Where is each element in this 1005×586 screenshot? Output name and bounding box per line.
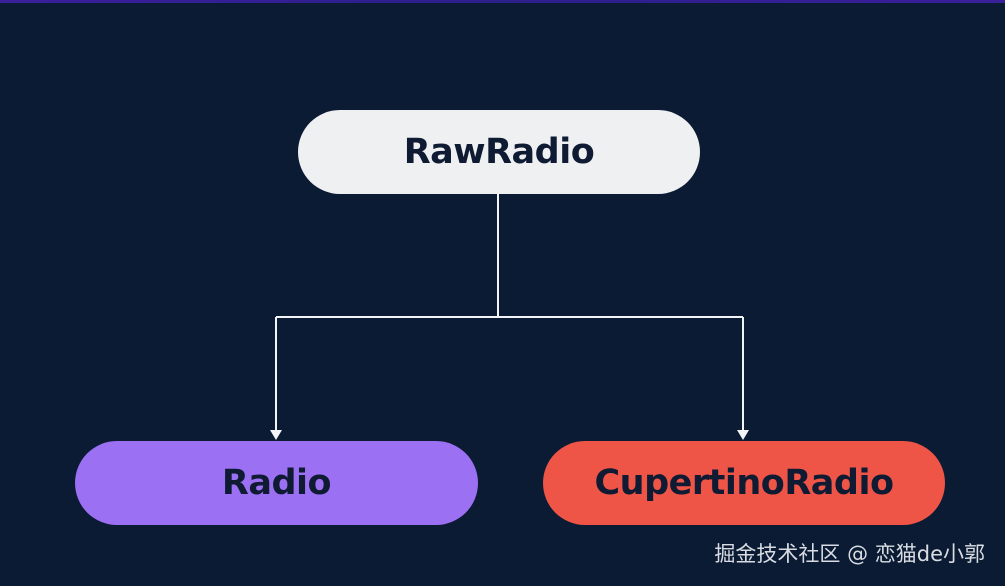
node-label: CupertinoRadio: [594, 463, 894, 503]
node-label: RawRadio: [403, 132, 595, 172]
node-cupertino-radio: CupertinoRadio: [543, 441, 945, 525]
arrowhead-radio: [270, 430, 282, 440]
arrowhead-cupertino-radio: [737, 430, 749, 440]
top-accent-bar: [0, 0, 1005, 3]
node-rawradio: RawRadio: [298, 110, 700, 194]
node-label: Radio: [221, 463, 332, 503]
node-radio: Radio: [75, 441, 478, 525]
watermark: 掘金技术社区 @ 恋猫de小郭: [714, 542, 985, 566]
